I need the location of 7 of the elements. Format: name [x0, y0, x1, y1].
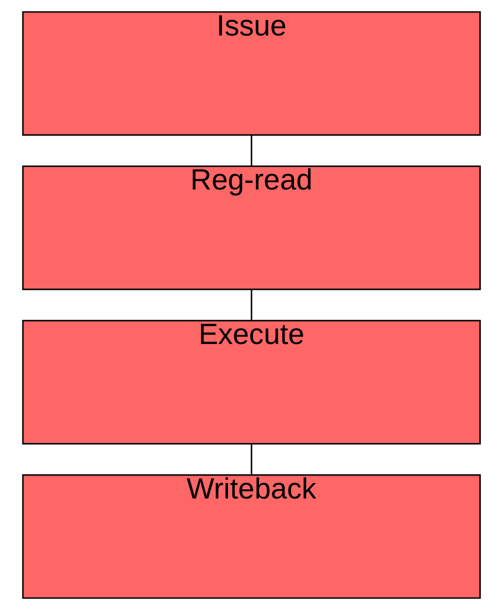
connector: [250, 135, 252, 166]
node-box: Execute: [22, 320, 480, 444]
connector: [250, 444, 252, 475]
connector: [250, 289, 252, 320]
node-box: Reg-read: [22, 166, 480, 290]
node-box: Writeback: [22, 474, 480, 599]
node-box: Issue: [22, 11, 480, 136]
